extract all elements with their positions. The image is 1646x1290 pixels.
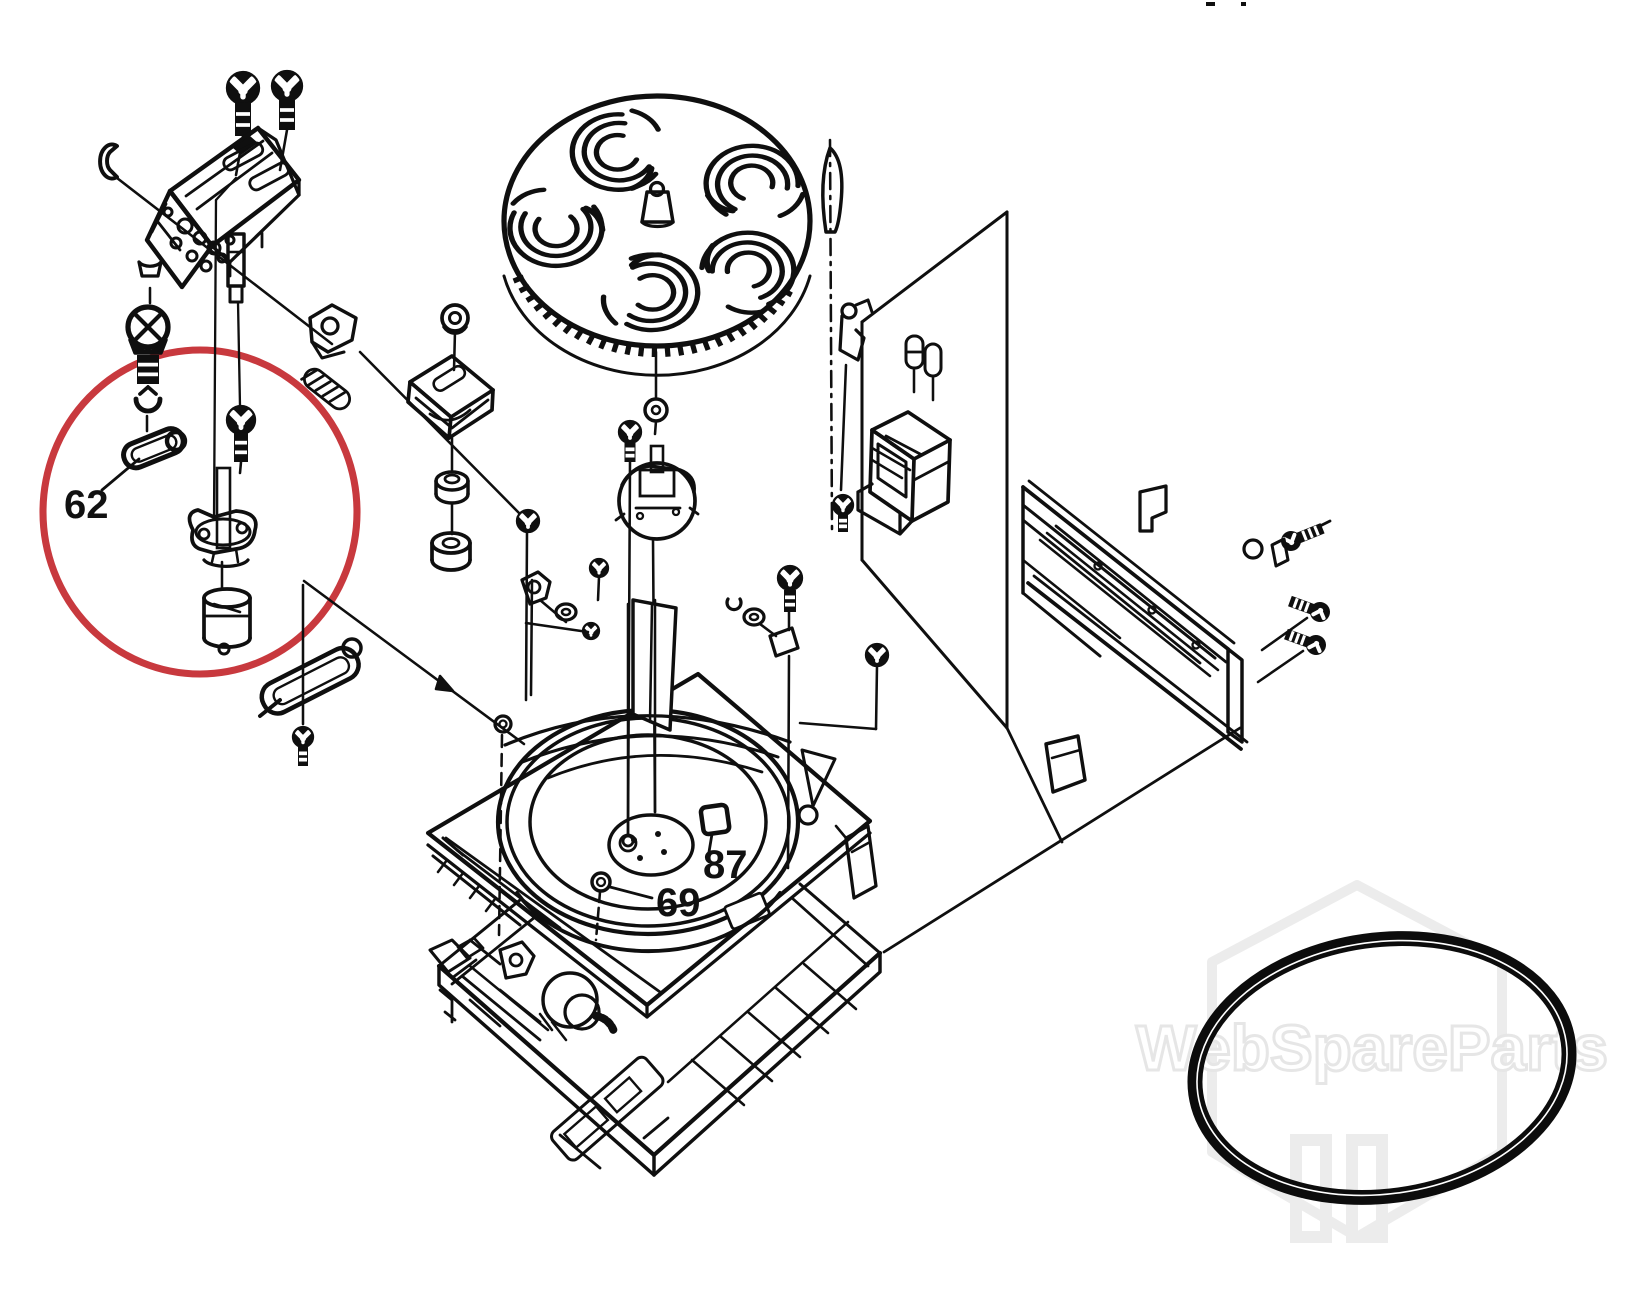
svg-text:69: 69 <box>656 881 701 925</box>
svg-text:87: 87 <box>703 843 748 887</box>
